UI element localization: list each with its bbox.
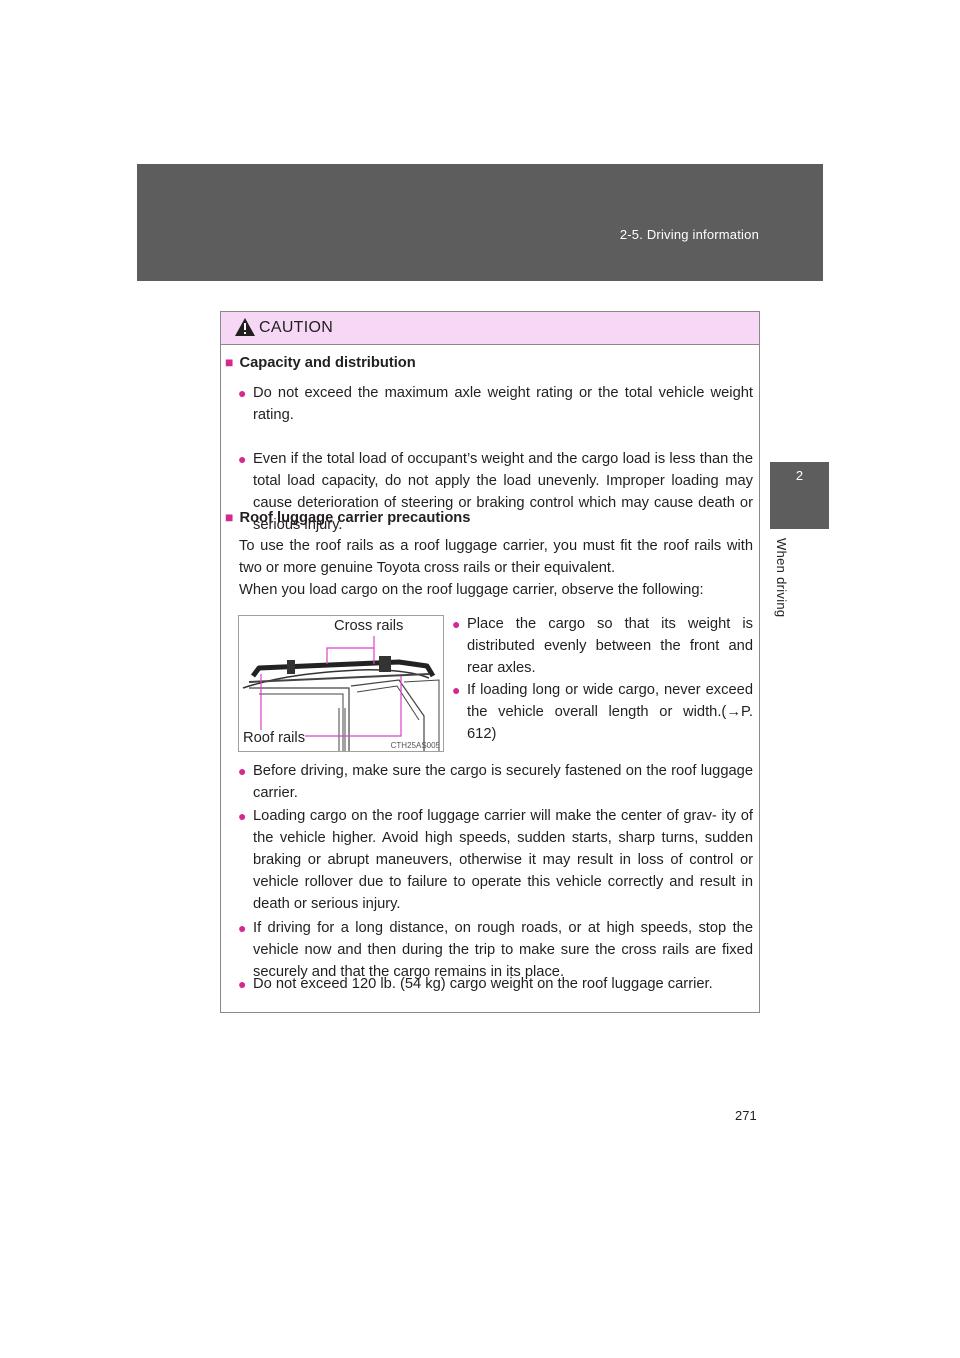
section-heading-capacity: ■Capacity and distribution [225,354,416,371]
bullet-icon: ● [238,451,247,467]
paragraph: To use the roof rails as a roof luggage … [239,538,753,576]
square-bullet-icon: ■ [225,509,234,525]
cross-rails-label: Cross rails [334,618,404,634]
figure-code: CTH25AS005 [390,741,440,750]
list-item: ● Place the cargo so that its weight is … [452,613,753,679]
list-item: ● Even if the total load of occupant’s w… [238,448,753,536]
bullet-icon: ● [238,976,247,992]
chapter-number: 2 [795,468,804,483]
bullet-icon: ● [452,682,461,698]
bullet-icon: ● [452,616,461,632]
bullet-icon: ● [238,808,247,824]
paragraph: When you load cargo on the roof luggage … [239,582,704,598]
list-item: ● If driving for a long distance, on rou… [238,917,753,983]
vehicle-roof-drawing [239,616,443,751]
caution-header: CAUTION [221,312,759,345]
list-item: ● Do not exceed the maximum axle weight … [238,382,753,426]
warning-triangle-icon [234,317,256,342]
bullet-icon: ● [238,920,247,936]
section-heading-roof: ■Roof luggage carrier precautions [225,509,471,526]
chapter-label: When driving [774,538,789,618]
bullet-icon: ● [238,385,247,401]
roof-rails-illustration: Cross rails Roof rails CTH25AS005 [238,615,444,752]
section-title: 2-5. Driving information [619,227,759,242]
header-band: 2-5. Driving information [137,164,823,281]
bullet-icon: ● [238,763,247,779]
list-item: ● If loading long or wide cargo, never e… [452,679,753,745]
caution-title: CAUTION [259,319,334,336]
page-number: 271 [735,1108,757,1123]
list-item: ● Loading cargo on the roof luggage carr… [238,805,753,915]
list-item: ● Before driving, make sure the cargo is… [238,760,753,804]
chapter-tab: 2 [770,462,829,529]
square-bullet-icon: ■ [225,354,234,370]
caution-box: CAUTION ■Capacity and distribution ● Do … [220,311,760,1013]
list-item: ● Do not exceed 120 lb. (54 kg) cargo we… [238,973,753,995]
roof-rails-label: Roof rails [243,730,306,746]
